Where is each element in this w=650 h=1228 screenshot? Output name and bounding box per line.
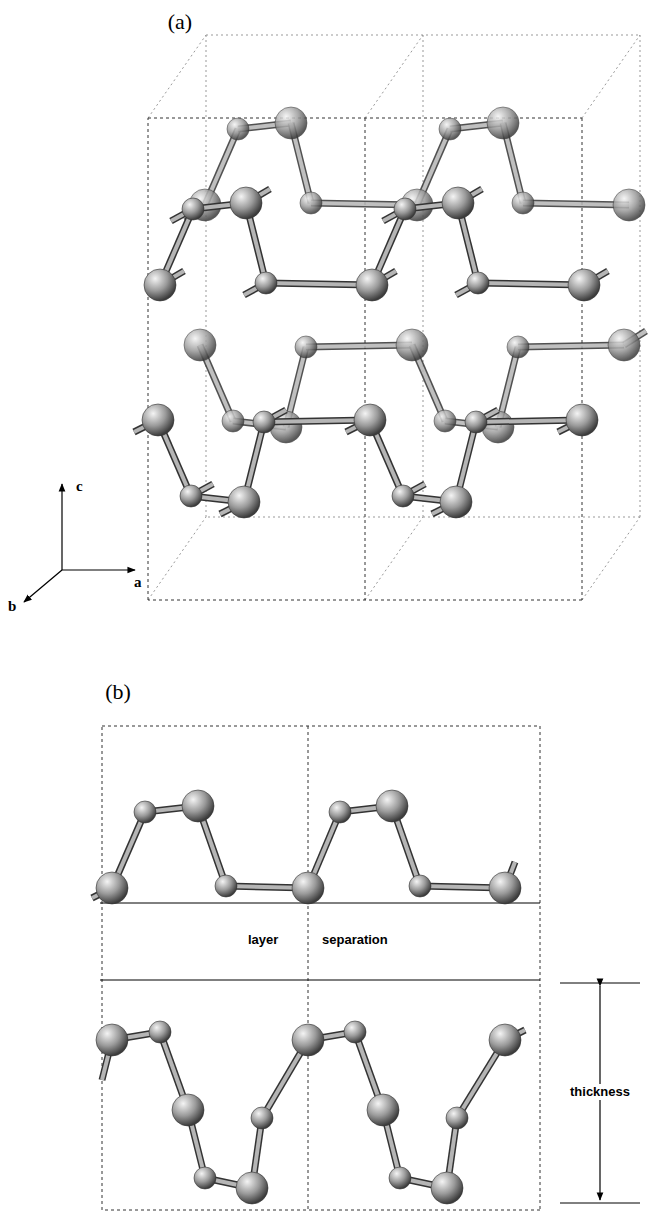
atom — [354, 404, 386, 436]
atom — [292, 1024, 324, 1056]
cell-edge — [102, 726, 103, 1210]
atom — [467, 272, 489, 294]
cell-edge — [582, 517, 640, 600]
atom — [172, 1094, 204, 1126]
atom — [227, 118, 249, 140]
dimension-tick — [560, 983, 640, 984]
cell-edge — [582, 35, 640, 118]
atom — [295, 336, 317, 358]
atom — [431, 1172, 463, 1204]
panel-label: (b) — [105, 680, 131, 704]
atom — [568, 269, 600, 301]
cell-edge — [582, 118, 583, 600]
cell-edge — [102, 726, 540, 727]
dimension-label: separation — [322, 933, 388, 947]
atom — [149, 1021, 171, 1043]
atom — [440, 486, 472, 518]
cell-edge — [640, 35, 641, 517]
atom — [253, 411, 275, 433]
atom — [489, 872, 521, 904]
atom — [215, 875, 237, 897]
cell-edge — [206, 35, 207, 517]
atom — [255, 272, 277, 294]
atom — [376, 790, 408, 822]
atom — [236, 1172, 268, 1204]
atom — [465, 411, 487, 433]
cell-edge — [365, 517, 423, 600]
axis-label: b — [8, 598, 16, 615]
atom — [489, 1024, 521, 1056]
atom — [434, 410, 456, 432]
atom — [182, 790, 214, 822]
cell-edge — [365, 118, 366, 600]
cell-edge — [100, 903, 540, 904]
atom — [134, 801, 156, 823]
atom — [142, 404, 174, 436]
atom — [446, 1107, 468, 1129]
dimension-label: thickness — [567, 1084, 633, 1100]
cell-edge — [148, 35, 206, 118]
atom — [275, 107, 307, 139]
cell-edge — [308, 726, 309, 1210]
atom — [222, 410, 244, 432]
cell-edge — [148, 517, 206, 600]
atom — [184, 329, 216, 361]
dimension-label: layer — [248, 933, 278, 947]
cell-edge — [148, 118, 149, 600]
atom — [180, 485, 202, 507]
cell-edge — [540, 726, 541, 1210]
cell-edge — [102, 1210, 540, 1211]
atom — [487, 107, 519, 139]
atom — [96, 872, 128, 904]
atom — [228, 486, 260, 518]
axis-label: c — [76, 478, 83, 495]
cell-edge — [100, 980, 540, 981]
atom — [439, 118, 461, 140]
atom — [300, 192, 322, 214]
atom — [356, 269, 388, 301]
cell-edge — [365, 35, 423, 118]
atom — [613, 189, 645, 221]
atom — [512, 192, 534, 214]
atom — [144, 269, 176, 301]
dimension-tick — [560, 1203, 640, 1204]
atom — [96, 1024, 128, 1056]
axis-label: a — [134, 574, 142, 591]
atom — [329, 801, 351, 823]
atom — [367, 1094, 399, 1126]
axis-arrow — [62, 569, 135, 570]
atom — [396, 329, 428, 361]
atom — [182, 198, 204, 220]
atom — [230, 187, 262, 219]
atom — [442, 187, 474, 219]
panel-label: (a) — [168, 10, 192, 34]
axis-arrow — [61, 484, 62, 570]
atom — [507, 336, 529, 358]
atom — [389, 1167, 411, 1189]
atom — [292, 872, 324, 904]
atom — [344, 1021, 366, 1043]
atom — [394, 198, 416, 220]
atom — [409, 875, 431, 897]
atom — [251, 1107, 273, 1129]
atom — [608, 329, 640, 361]
cell-edge — [423, 35, 424, 517]
atom — [566, 404, 598, 436]
axis-arrow — [24, 570, 62, 602]
atom — [194, 1167, 216, 1189]
atom — [392, 485, 414, 507]
